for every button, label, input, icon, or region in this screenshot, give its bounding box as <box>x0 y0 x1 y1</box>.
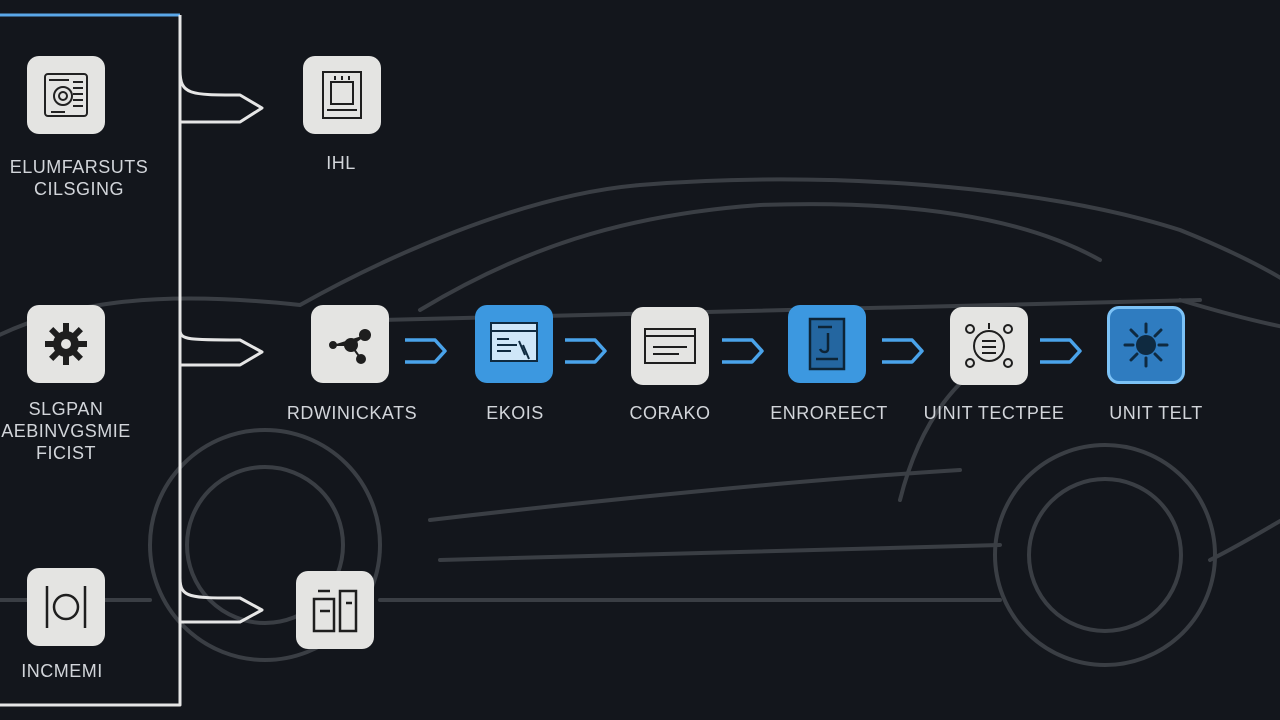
sun-gear-icon <box>1123 322 1169 368</box>
left-label-3: INCMEMI <box>21 661 103 681</box>
arrow-right-icon <box>882 338 924 364</box>
document-stack-icon <box>312 589 358 633</box>
connector-lines <box>0 13 264 707</box>
tile-sun-gear[interactable] <box>1107 306 1185 384</box>
chip-board-icon <box>44 73 88 117</box>
rear-wheel <box>993 443 1217 667</box>
tablet-doc-icon <box>808 317 846 371</box>
circle-frame-icon <box>45 586 87 628</box>
terminal-window-icon <box>644 328 696 364</box>
tile-network-nodes[interactable] <box>311 305 389 383</box>
arrow-right-icon <box>1040 338 1082 364</box>
branch-label-1: IHL <box>326 153 356 173</box>
tile-framed-chip[interactable] <box>303 56 381 134</box>
arrow-right-icon <box>405 338 447 364</box>
step-label-2: EKOIS <box>486 403 544 423</box>
tile-terminal-window[interactable] <box>631 307 709 385</box>
step-label-1: RDWINICKATS <box>286 403 418 423</box>
network-nodes-icon <box>329 329 371 364</box>
arrow-right-icon <box>722 338 764 364</box>
step-label-4: ENROREECT <box>770 403 888 423</box>
arrow-right-icon <box>565 338 607 364</box>
dashboard-gauge-icon <box>965 323 1013 368</box>
tile-dashboard-gauge[interactable] <box>950 307 1028 385</box>
framed-chip-icon <box>322 71 362 119</box>
tile-gear[interactable] <box>27 305 105 383</box>
tile-document-stack[interactable] <box>296 571 374 649</box>
tile-tablet-doc[interactable] <box>788 305 866 383</box>
step-label-5: UINIT TECTPEE <box>923 403 1065 423</box>
browser-window-icon <box>490 322 538 362</box>
step-label-3: CORAKO <box>629 403 711 423</box>
gear-icon <box>45 323 87 365</box>
step-label-6: UNIT TELT <box>1109 403 1203 423</box>
tile-chip-board[interactable] <box>27 56 105 134</box>
tile-circle-frame[interactable] <box>27 568 105 646</box>
tile-browser-window[interactable] <box>475 305 553 383</box>
front-wheel <box>148 428 382 662</box>
